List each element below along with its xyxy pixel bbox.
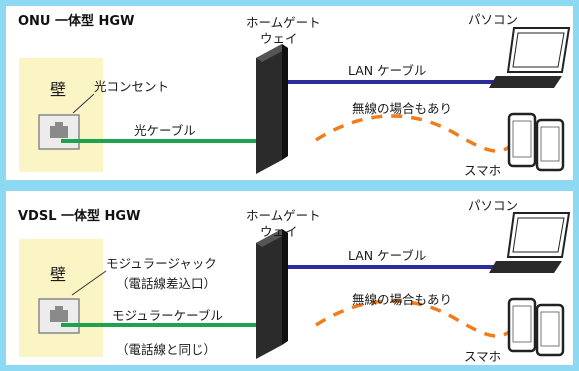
wireless-wave: [315, 114, 524, 153]
laptop-icon: [489, 27, 571, 88]
panel-vdsl-hgw: VDSL 一体型 HGW 壁 モジュラージャック （電話線差込口） モジュラーケ…: [6, 191, 573, 365]
panel-title: ONU 一体型 HGW: [18, 14, 135, 29]
diagram-art: [19, 27, 571, 174]
wireless-label: 無線の場合もあり: [352, 101, 453, 116]
wall-box: [19, 239, 103, 357]
laptop-icon: [489, 212, 571, 273]
outlet-plug-icon: [50, 310, 68, 322]
cable-label: モジュラーケーブル: [112, 308, 223, 323]
wireless-wave: [315, 299, 524, 338]
pc-label: パソコン: [468, 12, 519, 27]
gateway-label-line1: ホームゲート: [246, 208, 321, 223]
wall-label: 壁: [50, 265, 67, 284]
pc-label: パソコン: [468, 198, 519, 213]
panel-onu-hgw: ONU 一体型 HGW 壁 光コンセント 光ケーブル ホームゲート ウェイ パソ…: [6, 6, 573, 180]
smartphone-label: スマホ: [464, 349, 502, 364]
cable-label: 光ケーブル: [134, 123, 196, 138]
outlet-pointer-line: [71, 270, 107, 296]
smartphone-icon: [507, 297, 565, 357]
gateway-device-icon: [256, 229, 282, 359]
gateway-label-line1: ホームゲート: [246, 15, 321, 30]
gateway-label-line2: ウェイ: [260, 224, 298, 239]
lan-cable-label: LAN ケーブル: [348, 63, 427, 78]
outlet-label: 光コンセント: [94, 79, 170, 94]
wall-label: 壁: [50, 80, 67, 99]
gateway-device-icon: [256, 44, 282, 174]
panel-title: VDSL 一体型 HGW: [18, 209, 141, 224]
outlet-label-2: （電話線差込口）: [116, 276, 217, 291]
smartphone-icon: [507, 112, 565, 172]
cable-label-2: （電話線と同じ）: [116, 342, 217, 357]
outlet-label: モジュラージャック: [106, 256, 217, 271]
outlet-pointer-line: [72, 93, 95, 114]
diagram-art: [19, 212, 571, 359]
gateway-label-line2: ウェイ: [260, 31, 298, 46]
outlet-plug-icon: [50, 126, 68, 138]
lan-cable-label: LAN ケーブル: [348, 248, 427, 263]
wireless-label: 無線の場合もあり: [352, 292, 453, 307]
smartphone-label: スマホ: [464, 163, 502, 178]
